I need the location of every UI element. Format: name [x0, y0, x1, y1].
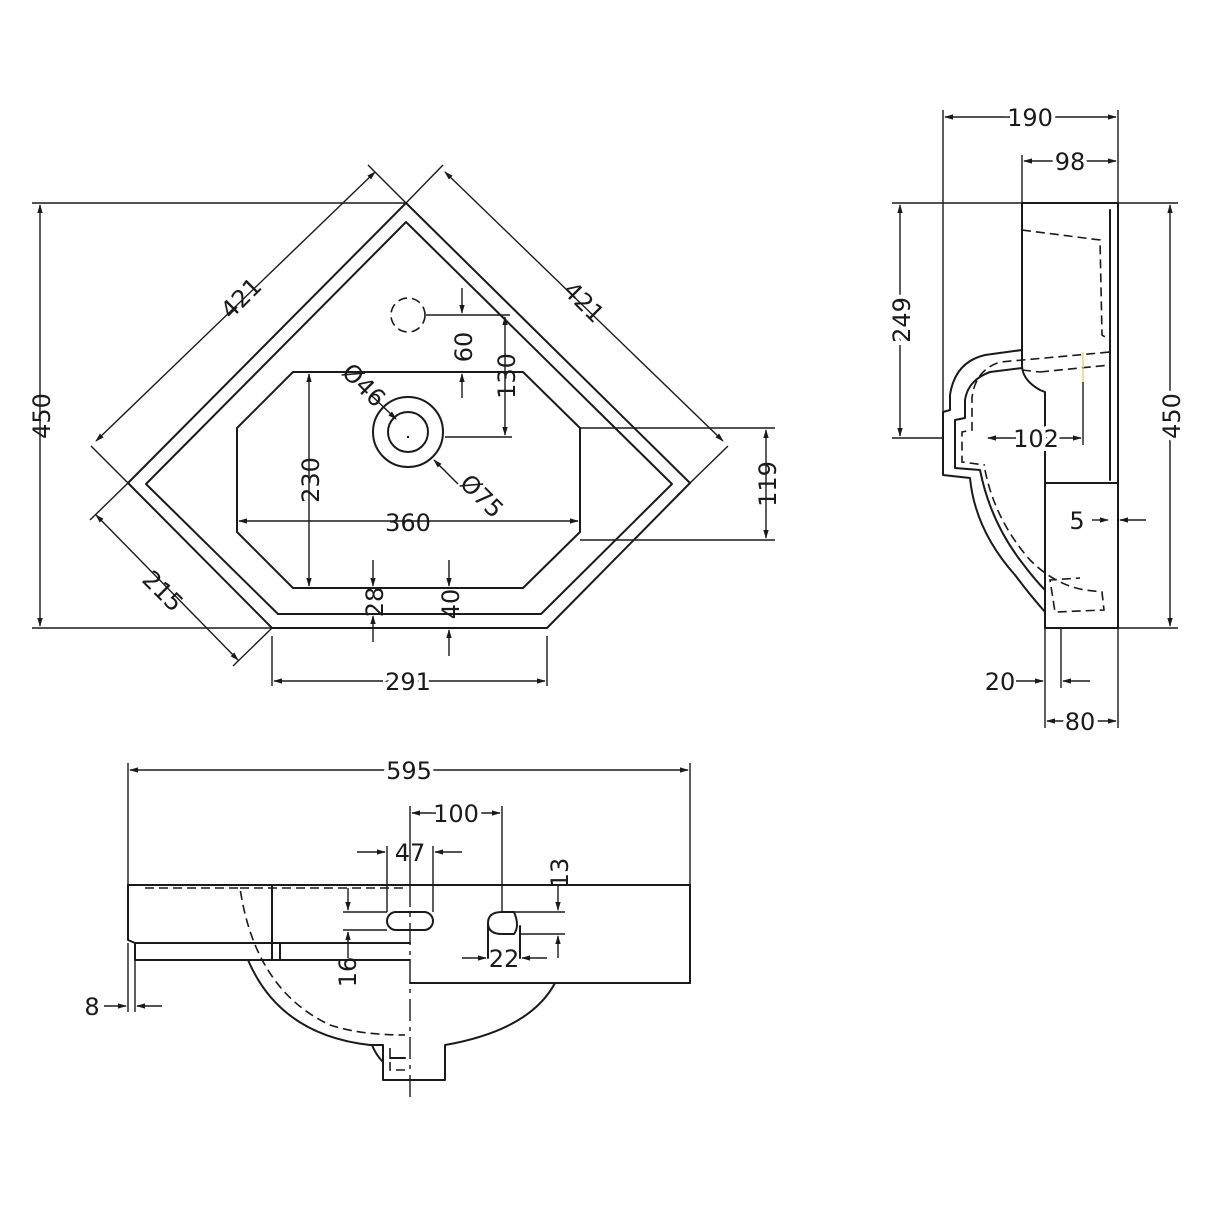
- dim-22: 22: [489, 945, 520, 973]
- dim-bowl-depth-230: 230: [297, 457, 325, 503]
- dim-100: 100: [433, 800, 479, 828]
- dim-tap-to-waste-130: 130: [493, 353, 521, 399]
- bowl-outline: [236, 371, 581, 589]
- overflow-slot-right: [487, 911, 518, 935]
- waste-center-point: [406, 435, 410, 439]
- side-front-face: [1021, 202, 1046, 629]
- dim-rim-28: 28: [361, 587, 389, 618]
- dim-bowl-width-360: 360: [385, 509, 431, 537]
- dim-249: 249: [888, 297, 916, 343]
- dim-13: 13: [546, 858, 574, 889]
- dim-width-595: 595: [386, 757, 432, 785]
- dim-height-450: 450: [28, 393, 56, 439]
- basin-inner-rim: [145, 221, 673, 615]
- front-bowl-outer: [247, 959, 556, 1081]
- front-view: 595 100 47 13 22 16 8: [84, 753, 691, 1102]
- dim-8: 8: [84, 993, 99, 1021]
- dim-top-98: 98: [1055, 148, 1086, 176]
- dim-side-119: 119: [754, 461, 782, 507]
- dim-side-450: 450: [1158, 393, 1186, 439]
- dim-front-291: 291: [385, 668, 431, 696]
- dim-5: 5: [1069, 507, 1084, 535]
- dim-right-edge: 421: [558, 276, 610, 328]
- dim-waste-dia: Ø75: [454, 469, 509, 524]
- basin-outer-outline: [127, 202, 691, 629]
- dim-front-left-215: 215: [137, 565, 189, 617]
- dim-rim-40: 40: [437, 589, 465, 620]
- side-view: 190 98 249 450 102 5 20 80: [884, 100, 1190, 740]
- side-bowl-outer: [942, 349, 1046, 613]
- side-waste-channel: [961, 229, 1111, 466]
- dim-tap-hole-dia: Ø46: [336, 358, 391, 413]
- dim-80: 80: [1065, 708, 1096, 736]
- dim-tap-offset-60: 60: [450, 332, 478, 363]
- dim-depth-190: 190: [1007, 104, 1053, 132]
- dim-20: 20: [985, 668, 1016, 696]
- tap-hole: [390, 297, 426, 333]
- overflow-slot-left: [386, 911, 434, 931]
- dim-102: 102: [1013, 425, 1059, 453]
- dim-left-edge: 421: [215, 272, 267, 324]
- dim-47: 47: [395, 839, 426, 867]
- dim-16: 16: [334, 957, 362, 988]
- top-view: 421 421 450 60 130 Ø46 Ø75 230 360: [28, 164, 782, 700]
- front-bowl-inner: [145, 887, 406, 1036]
- waste-inner-circle: [387, 411, 429, 453]
